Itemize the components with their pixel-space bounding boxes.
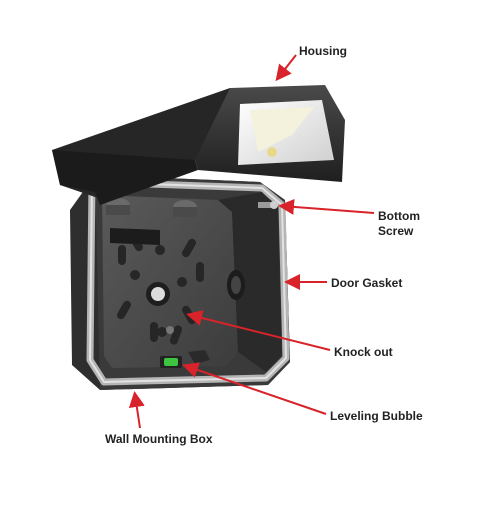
housing	[52, 85, 345, 205]
door-gasket	[86, 178, 290, 386]
mounting-plate	[102, 192, 282, 372]
label-wall-mounting-box: Wall Mounting Box	[105, 432, 213, 446]
label-leveling-bubble: Leveling Bubble	[330, 409, 423, 423]
label-housing: Housing	[299, 44, 347, 58]
arrow-leveling-bubble	[182, 362, 327, 415]
arrow-bottom-screw	[278, 198, 375, 215]
label-knock-out: Knock out	[334, 345, 393, 359]
callout-arrows	[128, 54, 375, 429]
label-bottom-screw-line2: Screw	[378, 224, 414, 238]
label-bottom-screw: Bottom Screw	[378, 209, 420, 239]
label-bottom-screw-line1: Bottom	[378, 209, 420, 223]
leveling-bubble	[160, 350, 210, 368]
bottom-screw	[258, 201, 278, 209]
label-door-gasket: Door Gasket	[331, 276, 403, 290]
arrow-housing	[275, 54, 297, 82]
arrow-knock-out	[186, 310, 331, 351]
arrow-wall-mounting-box	[128, 391, 145, 429]
